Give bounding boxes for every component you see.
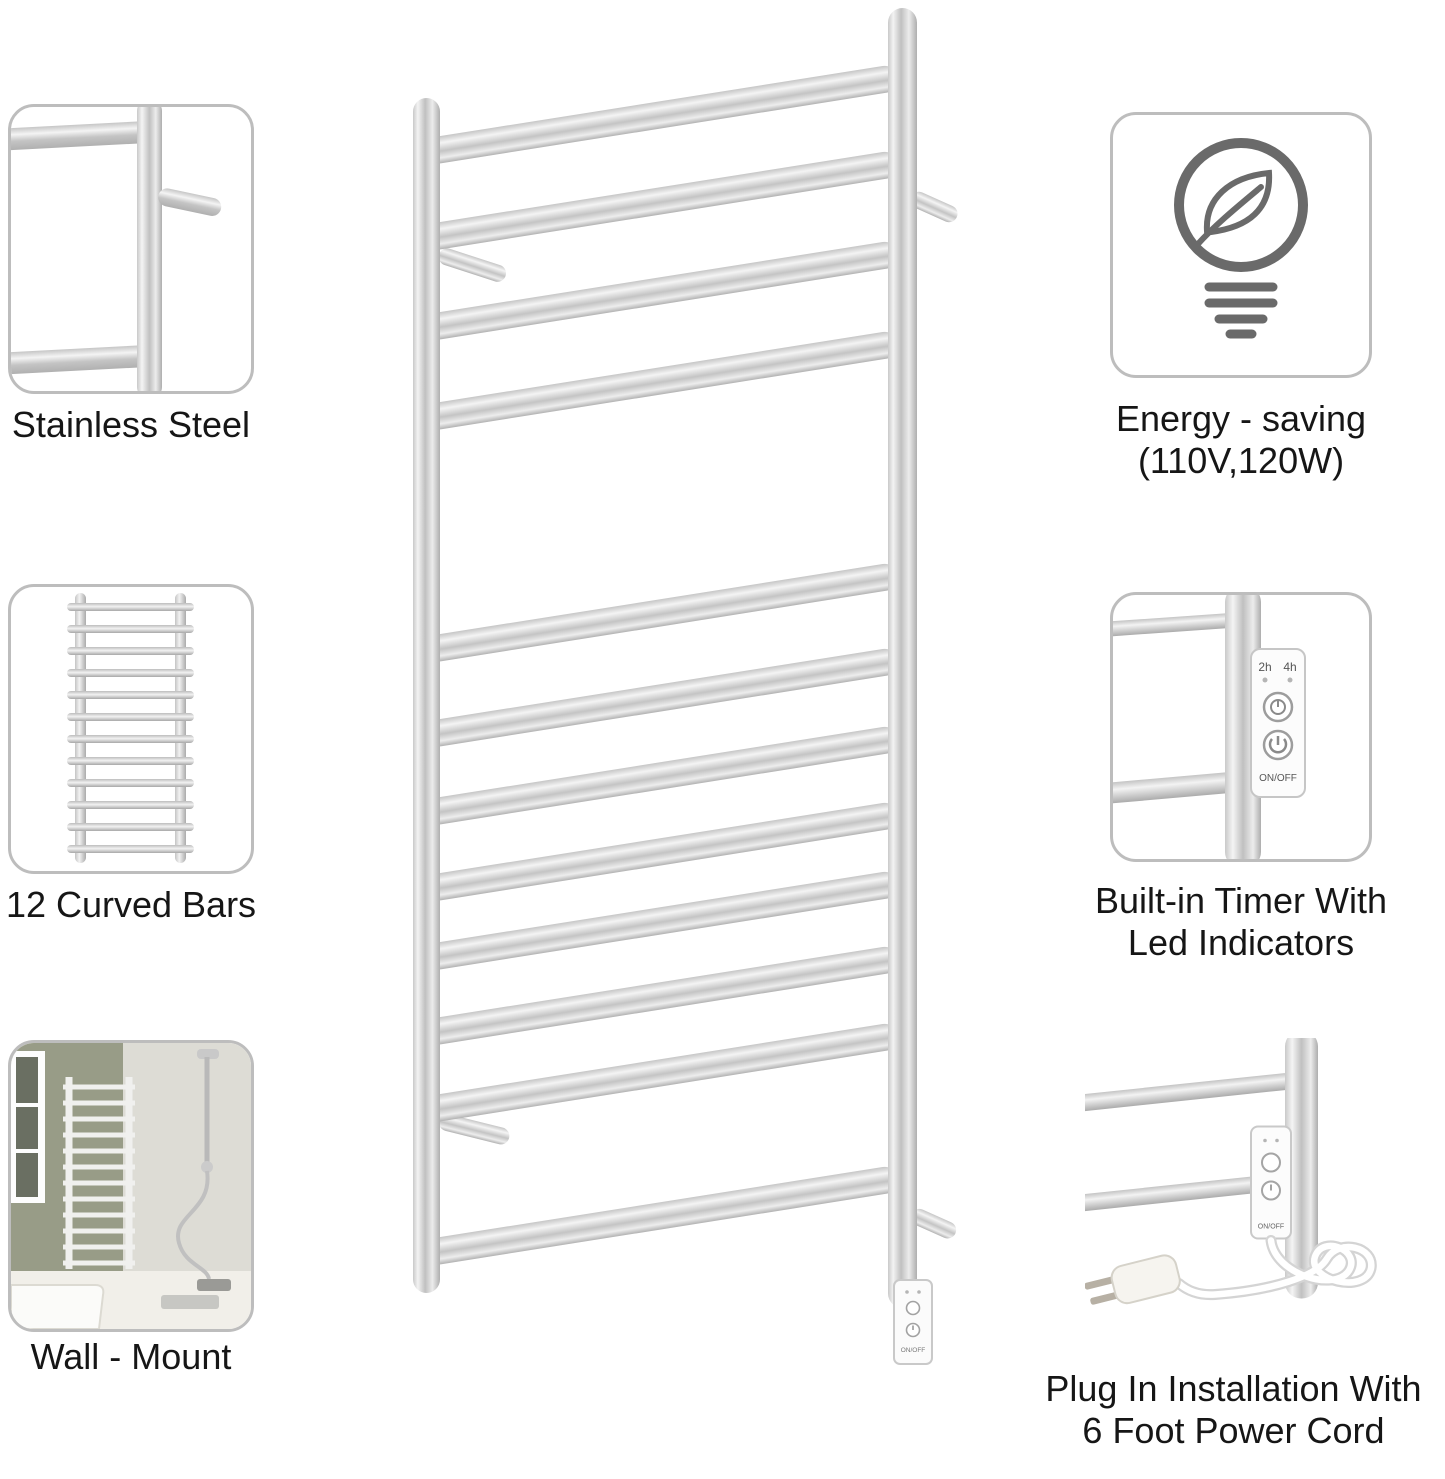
panel-onoff-label: ON/OFF — [1259, 773, 1297, 784]
plug-in-line1: Plug In Installation With — [1045, 1368, 1422, 1409]
feature-caption-wall-mount: Wall - Mount — [30, 1336, 232, 1377]
timer-top-bar — [1113, 613, 1235, 637]
feature-box-wall-mount — [8, 1040, 254, 1332]
bathroom-towel — [197, 1279, 231, 1291]
bulb-base — [1204, 282, 1278, 339]
bathroom-mat — [161, 1295, 219, 1309]
plug-scene-top-bar — [1085, 1073, 1293, 1113]
bulb-glass — [1174, 138, 1308, 272]
mount-peg-top-right — [910, 191, 958, 223]
rack-bar — [425, 726, 899, 825]
rack-bar — [425, 563, 899, 662]
plug-in-line2: 6 Foot Power Cord — [1082, 1409, 1385, 1451]
timer-2h-label: 2h — [1258, 660, 1271, 674]
rack-bar — [425, 802, 899, 901]
feature-caption-plug-in: Plug In Installation With 6 Foot Power C… — [1022, 1368, 1445, 1452]
rack-control-panel: ON/OFF — [893, 1279, 933, 1365]
bathroom-window — [11, 1051, 45, 1203]
power-plug — [1085, 1254, 1181, 1305]
eco-lightbulb-icon — [1174, 138, 1308, 339]
panel-onoff-label: ON/OFF — [901, 1347, 926, 1354]
timer-control-panel: 2h 4h ON/OFF — [1250, 648, 1306, 798]
plug-prong — [1090, 1291, 1120, 1305]
rack-bar — [425, 648, 899, 747]
energy-saving-line1: Energy - saving — [1115, 398, 1367, 439]
curved-bars-thumbnail — [67, 593, 194, 863]
rack-bar — [425, 1023, 899, 1122]
bathroom-towel-warmer — [63, 1077, 135, 1269]
timer-button-icon — [905, 1300, 921, 1316]
towel-warmer-svg: ON/OFF — [413, 8, 958, 1365]
rack-left-rail — [413, 98, 440, 1293]
mini-ladder-left-rail — [75, 593, 86, 863]
led-indicator-2h — [1262, 677, 1268, 683]
plug-scene-rail — [1285, 1038, 1318, 1299]
rack-bar — [425, 871, 899, 970]
stainless-steel-closeup — [11, 107, 222, 391]
feature-box-curved-bars — [8, 584, 254, 874]
rack-bar — [425, 946, 899, 1045]
timer-button-icon — [1261, 1152, 1281, 1173]
panel-onoff-label: ON/OFF — [1258, 1224, 1284, 1231]
feature-caption-stainless-steel: Stainless Steel — [11, 404, 251, 445]
bathroom-shower — [176, 1049, 219, 1280]
feature-box-stainless-steel — [8, 104, 254, 394]
timer-lower-bar — [1113, 772, 1237, 804]
closeup-peg — [158, 188, 222, 216]
plug-in-illustration: ON/OFF — [1085, 1038, 1385, 1358]
mount-peg-bottom-right — [910, 1208, 957, 1239]
timer-4h-label: 4h — [1283, 660, 1296, 674]
timer-line2: Led Indicators — [1127, 921, 1355, 963]
leaf-icon — [1203, 169, 1273, 236]
rack-bar — [425, 241, 899, 340]
led-indicator-4h — [1287, 677, 1293, 683]
rack-bar — [425, 151, 899, 250]
bathroom-light-wall — [123, 1043, 251, 1281]
bathroom-tub — [11, 1284, 105, 1329]
mount-peg-bottom-left — [438, 1114, 510, 1145]
closeup-top-bar — [11, 120, 159, 151]
feature-caption-energy-saving: Energy - saving (110V,120W) — [1082, 398, 1400, 482]
plug-scene-control-panel: ON/OFF — [1250, 1125, 1292, 1240]
power-cord — [1173, 1235, 1377, 1301]
timer-line1: Built-in Timer With — [1094, 880, 1388, 921]
rack-right-rail — [888, 8, 917, 1308]
leaf-stem — [1194, 184, 1264, 248]
plug-body — [1110, 1254, 1181, 1305]
rack-bar — [425, 65, 899, 164]
timer-closeup: 2h 4h ON/OFF — [1113, 595, 1306, 859]
closeup-rail — [137, 107, 162, 391]
wall-mount-photo — [11, 1043, 251, 1329]
rack-bar — [425, 331, 899, 430]
plug-scene-mid-bar — [1085, 1173, 1293, 1213]
closeup-bottom-bar — [11, 344, 159, 375]
mount-peg-top-left — [438, 248, 507, 282]
rack-bar — [425, 1166, 899, 1265]
energy-saving-line2: (110V,120W) — [1137, 439, 1345, 481]
mini-ladder-bars — [67, 603, 194, 853]
feature-caption-curved-bars: 12 Curved Bars — [5, 884, 257, 925]
plug-cord-closeup: ON/OFF — [1085, 1038, 1377, 1305]
towel-warmer-illustration: ON/OFF — [375, 0, 995, 1455]
plug-prong — [1085, 1276, 1117, 1290]
mini-ladder-right-rail — [175, 593, 186, 863]
feature-box-energy-saving — [1110, 112, 1372, 378]
feature-box-timer: 2h 4h ON/OFF — [1110, 592, 1372, 862]
rack-bars — [425, 65, 899, 1265]
feature-caption-timer: Built-in Timer With Led Indicators — [1058, 880, 1424, 964]
